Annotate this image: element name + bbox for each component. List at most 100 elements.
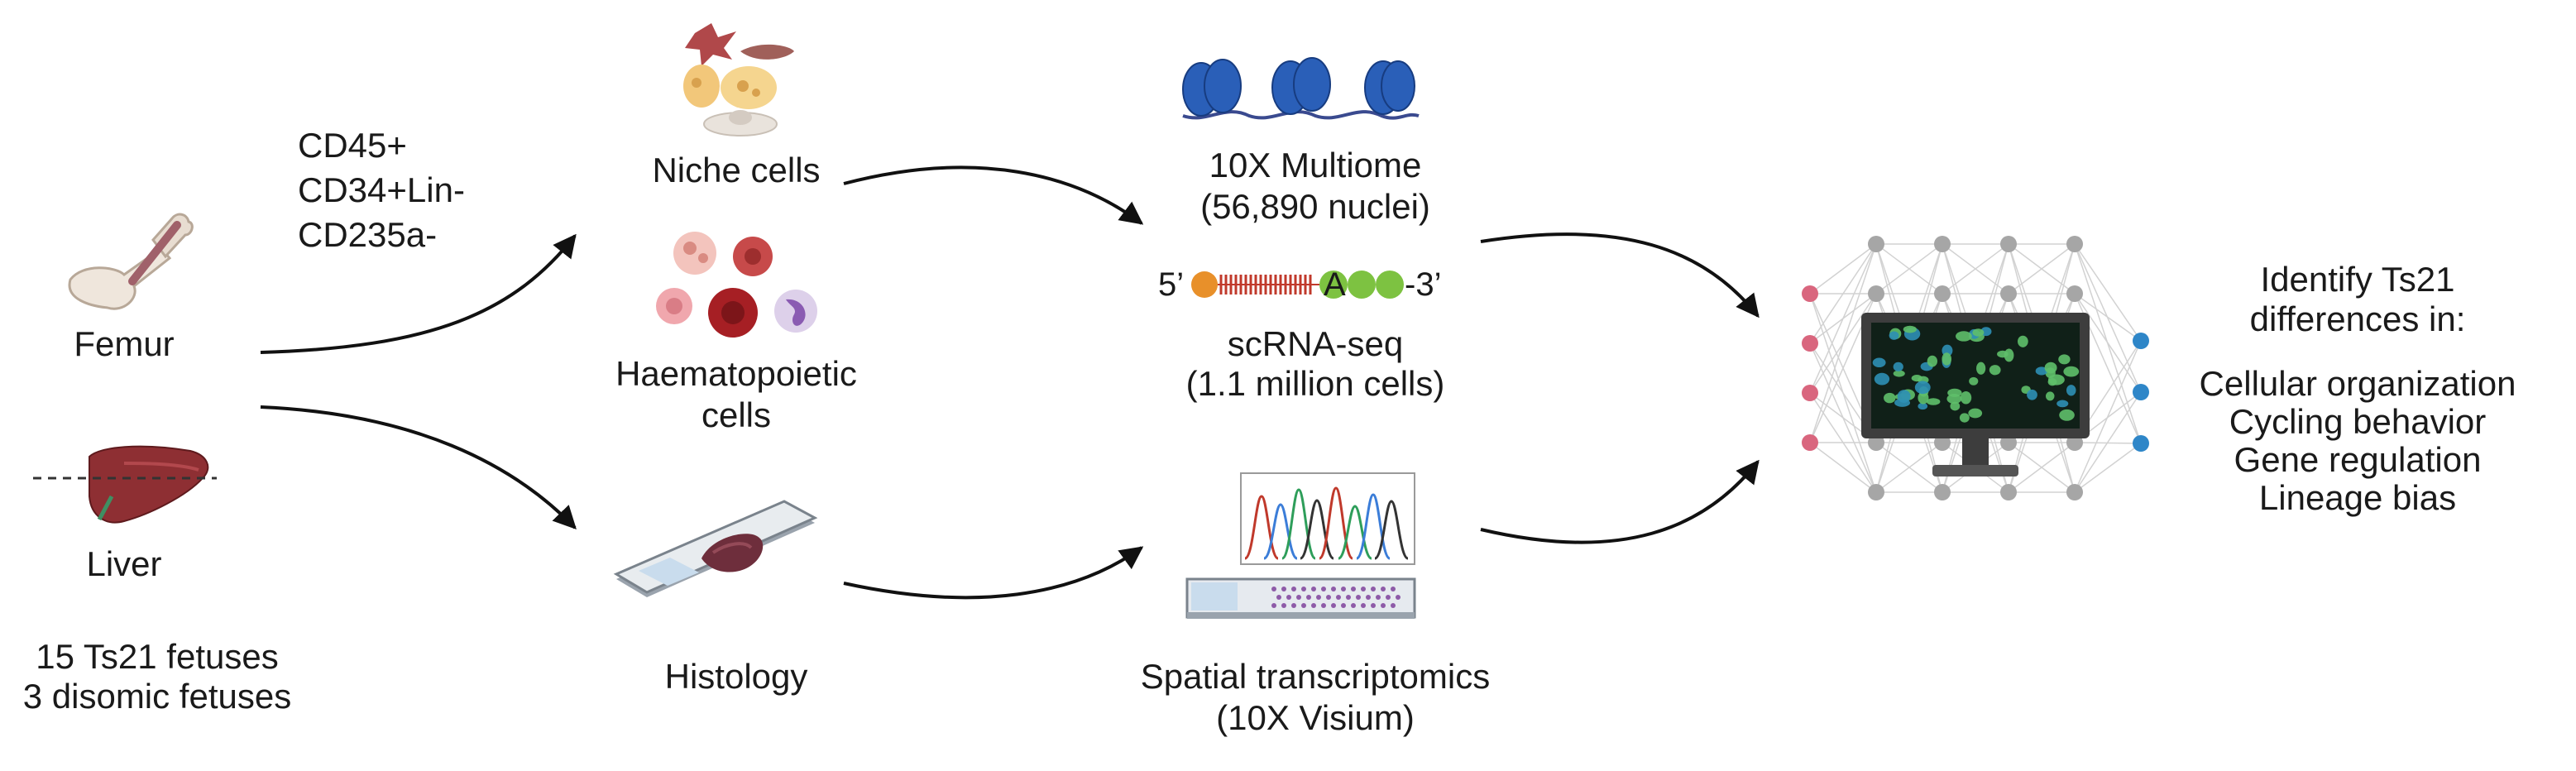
outcomes-header-2: differences in: <box>2249 299 2466 338</box>
network-node <box>2066 285 2083 302</box>
network-edge <box>2008 442 2076 493</box>
microscopy-cell <box>2018 335 2028 347</box>
arrow-histology-to-spatial <box>843 546 1144 600</box>
microscopy-cell <box>1893 370 1905 377</box>
microscopy-cell <box>1914 381 1931 395</box>
network-node <box>2000 484 2017 500</box>
chromatin-icon <box>1182 57 1420 120</box>
network-edge <box>2074 391 2142 493</box>
microscopy-cell <box>1889 331 1899 340</box>
microscopy-cell <box>1972 328 1985 337</box>
cohort-line-2: 3 disomic fetuses <box>22 677 292 716</box>
network-node <box>1934 484 1951 500</box>
microscopy-cell <box>1918 391 1929 405</box>
chromatogram-icon <box>1240 472 1415 565</box>
multiome-label-2: (56,890 nuclei) <box>1200 187 1430 226</box>
microscopy-cell <box>1997 350 2009 358</box>
haematopoietic-label-1: Haematopoietic <box>615 354 857 393</box>
microscopy-cell <box>1960 391 1972 405</box>
femur-icon <box>68 213 194 310</box>
network-edge <box>1875 243 1943 295</box>
network-edge <box>2074 293 2142 342</box>
network-edge <box>1809 243 1877 394</box>
network-node <box>1934 236 1951 252</box>
outcome-item: Lineage bias <box>2258 478 2457 517</box>
outcome-item: Gene regulation <box>2234 440 2482 479</box>
network-node <box>2000 236 2017 252</box>
microscopy-cell <box>2045 391 2055 401</box>
microscopy-cell <box>1969 376 1979 386</box>
multiome-label-1: 10X Multiome <box>1209 146 1422 184</box>
network-node <box>2133 435 2149 452</box>
microscopy-cell <box>1927 355 1938 367</box>
microscopy-cell <box>1950 401 1961 411</box>
microscopy-cell <box>1989 365 2001 376</box>
microscopy-cell <box>2059 409 2075 421</box>
network-node <box>1802 335 1818 352</box>
network-node <box>1868 484 1884 500</box>
microscopy-cell <box>2035 366 2048 376</box>
outcome-item: Cycling behavior <box>2229 402 2487 441</box>
network-node <box>2133 384 2149 400</box>
microscopy-cell <box>1884 392 1896 404</box>
haematopoietic-cells-icon <box>656 232 817 338</box>
arrow-femur-to-histology <box>260 405 577 530</box>
monitor-icon <box>1861 313 2090 476</box>
histology-label: Histology <box>664 657 808 696</box>
network-edge <box>1942 243 2009 295</box>
network-node <box>1802 434 1818 451</box>
network-nodes <box>1802 236 2149 500</box>
microscopy-cell <box>1897 390 1911 403</box>
sort-marker-line-1: CD45+ <box>298 126 407 165</box>
spatial-label-2: (10X Visium) <box>1216 698 1415 737</box>
network-edge <box>1809 442 1877 493</box>
niche-cells-label: Niche cells <box>652 151 821 189</box>
microscopy-cell <box>1911 375 1922 382</box>
visium-slide-icon <box>1185 577 1416 619</box>
network-edge <box>1809 243 1877 295</box>
network-node <box>1868 236 1884 252</box>
cohort-line-1: 15 Ts21 fetuses <box>36 637 279 676</box>
microscopy-cell <box>1903 325 1917 333</box>
microscopy-cells <box>1872 325 2080 423</box>
network-edge <box>2008 243 2076 295</box>
scrna-label-1: scRNA-seq <box>1227 324 1404 363</box>
outcome-item: Cellular organization <box>2199 364 2516 403</box>
microscopy-cell <box>1946 394 1962 405</box>
network-edge <box>1875 442 1943 493</box>
niche-cells-icon <box>683 23 794 136</box>
haematopoietic-label-2: cells <box>701 395 772 434</box>
microscopy-cell <box>2066 385 2076 396</box>
three-prime-label: -3’ <box>1405 266 1442 303</box>
histology-slide-icon <box>613 500 818 597</box>
network-node <box>2066 484 2083 500</box>
outcomes-header-1: Identify Ts21 <box>2260 260 2455 299</box>
sort-marker-line-3: CD235a- <box>298 215 438 254</box>
rna-molecule-icon <box>1191 271 1404 299</box>
arrow-spatial-to-analysis <box>1480 459 1760 544</box>
network-node <box>1868 285 1884 302</box>
five-prime-label: 5’ <box>1158 266 1185 303</box>
network-node <box>2133 333 2149 349</box>
microscopy-cell <box>1872 357 1886 368</box>
microscopy-cell <box>2063 366 2080 377</box>
network-node <box>1802 285 1818 302</box>
microscopy-cell <box>1926 398 1941 405</box>
microscopy-cell <box>1959 413 1970 423</box>
microscopy-cell <box>1976 362 1986 375</box>
microscopy-cell <box>2058 354 2071 365</box>
microscopy-cell <box>1874 372 1890 386</box>
network-edge <box>1809 243 1877 344</box>
microscopy-cell <box>1942 352 1952 366</box>
arrow-femur-to-niche <box>260 233 577 354</box>
spatial-label-1: Spatial transcriptomics <box>1140 657 1491 696</box>
network-edge <box>2074 340 2142 493</box>
network-edge <box>2074 243 2142 342</box>
network-node <box>2066 236 2083 252</box>
microscopy-cell <box>1918 402 1928 410</box>
liver-icon <box>33 445 217 524</box>
microscopy-cell <box>1968 408 1983 419</box>
microscopy-cell <box>2056 400 2069 408</box>
microscopy-cell <box>2044 362 2057 374</box>
liver-label: Liver <box>86 544 162 583</box>
